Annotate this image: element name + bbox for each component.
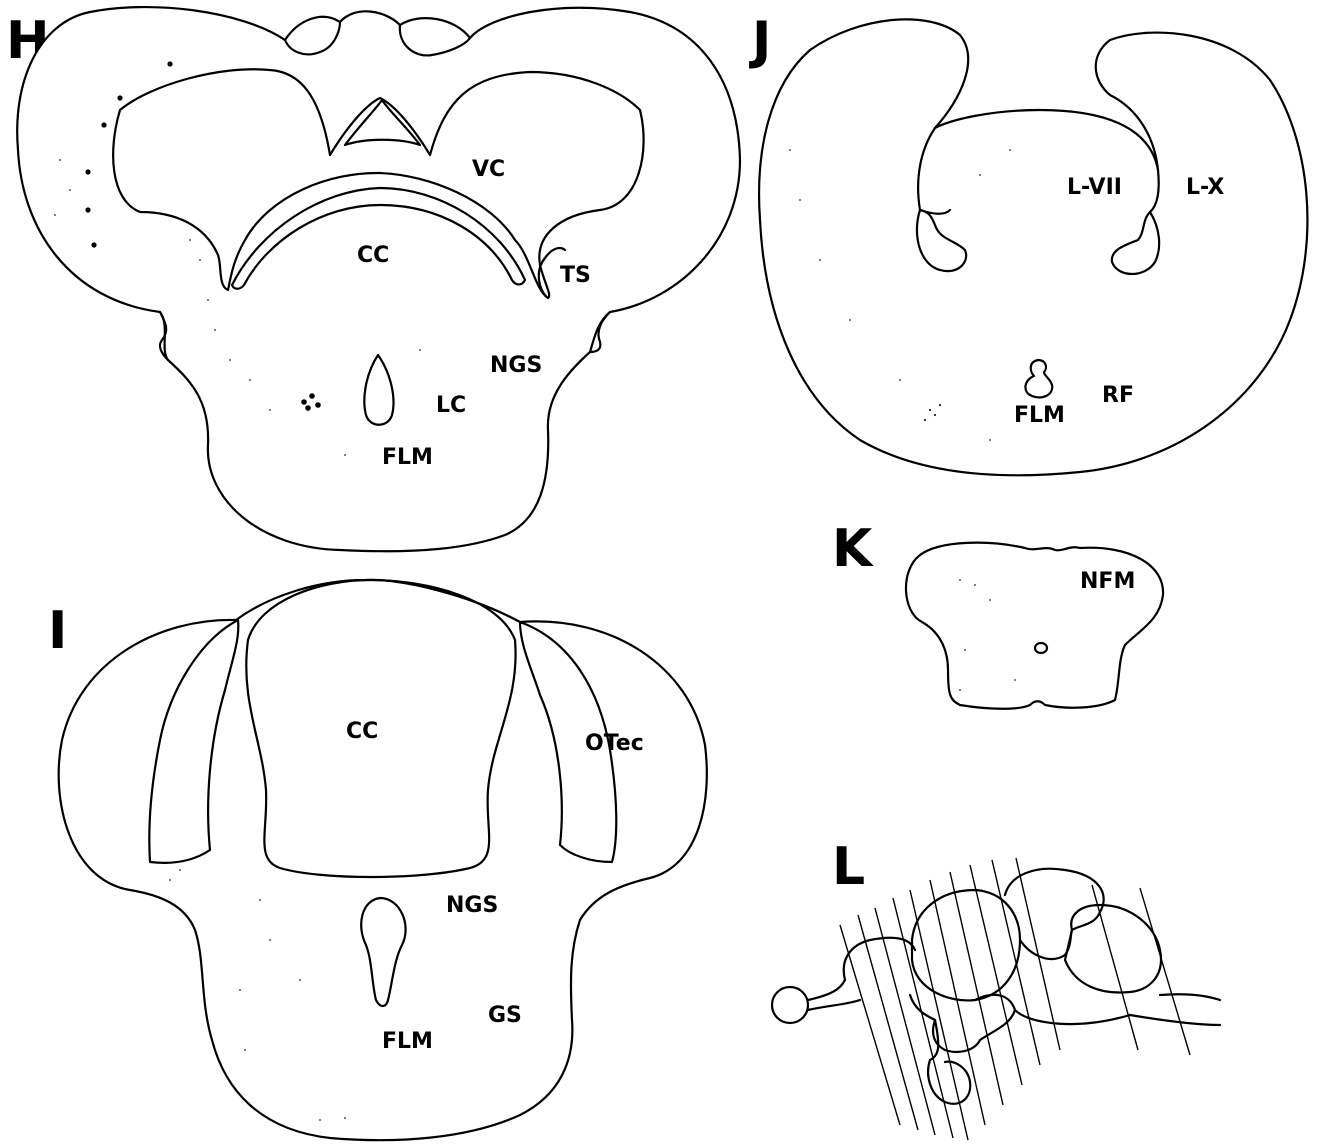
l-vagal-lobe <box>1065 905 1161 993</box>
l-spinal-cord <box>1130 994 1220 1025</box>
label-i-ngs: NGS <box>446 893 498 918</box>
label-otec: OTec <box>585 731 644 756</box>
label-lc: LC <box>436 393 466 418</box>
panel-letter-k: K <box>832 519 874 579</box>
k-canal <box>1035 643 1047 653</box>
panel-i: I CC OTec NGS GS FLM <box>48 580 707 1140</box>
label-j-flm: FLM <box>1014 403 1065 428</box>
label-lx: L-X <box>1186 175 1224 200</box>
label-h-flm: FLM <box>382 445 433 470</box>
label-rf: RF <box>1102 383 1134 408</box>
panel-h: H VC CC <box>6 7 740 551</box>
panel-j: J L-VII L-X FLM RF <box>749 11 1307 475</box>
panel-letter-j: J <box>749 11 771 71</box>
panel-letter-i: I <box>48 601 67 661</box>
label-vc: VC <box>472 157 505 182</box>
label-ts: TS <box>560 263 591 288</box>
section-i-outline <box>59 580 707 1140</box>
l-olfactory-bulb <box>772 987 808 1023</box>
panel-letter-l: L <box>832 837 865 897</box>
section-k-outline <box>906 543 1163 709</box>
l-olfactory-tract <box>808 980 860 1010</box>
panel-k: K NFM <box>832 519 1163 709</box>
panel-l: L <box>772 837 1220 1140</box>
label-gs: GS <box>488 1003 522 1028</box>
section-h-outline <box>17 7 740 551</box>
label-i-cc: CC <box>346 719 378 744</box>
l-section-lines <box>840 858 1190 1140</box>
l-cerebellum-crest <box>1020 930 1072 959</box>
label-i-flm: FLM <box>382 1029 433 1054</box>
label-h-cc: CC <box>357 243 389 268</box>
label-lvii: L-VII <box>1067 175 1122 200</box>
label-nfm: NFM <box>1080 569 1135 594</box>
l-cerebellum <box>1005 869 1104 930</box>
label-h-ngs: NGS <box>490 353 542 378</box>
